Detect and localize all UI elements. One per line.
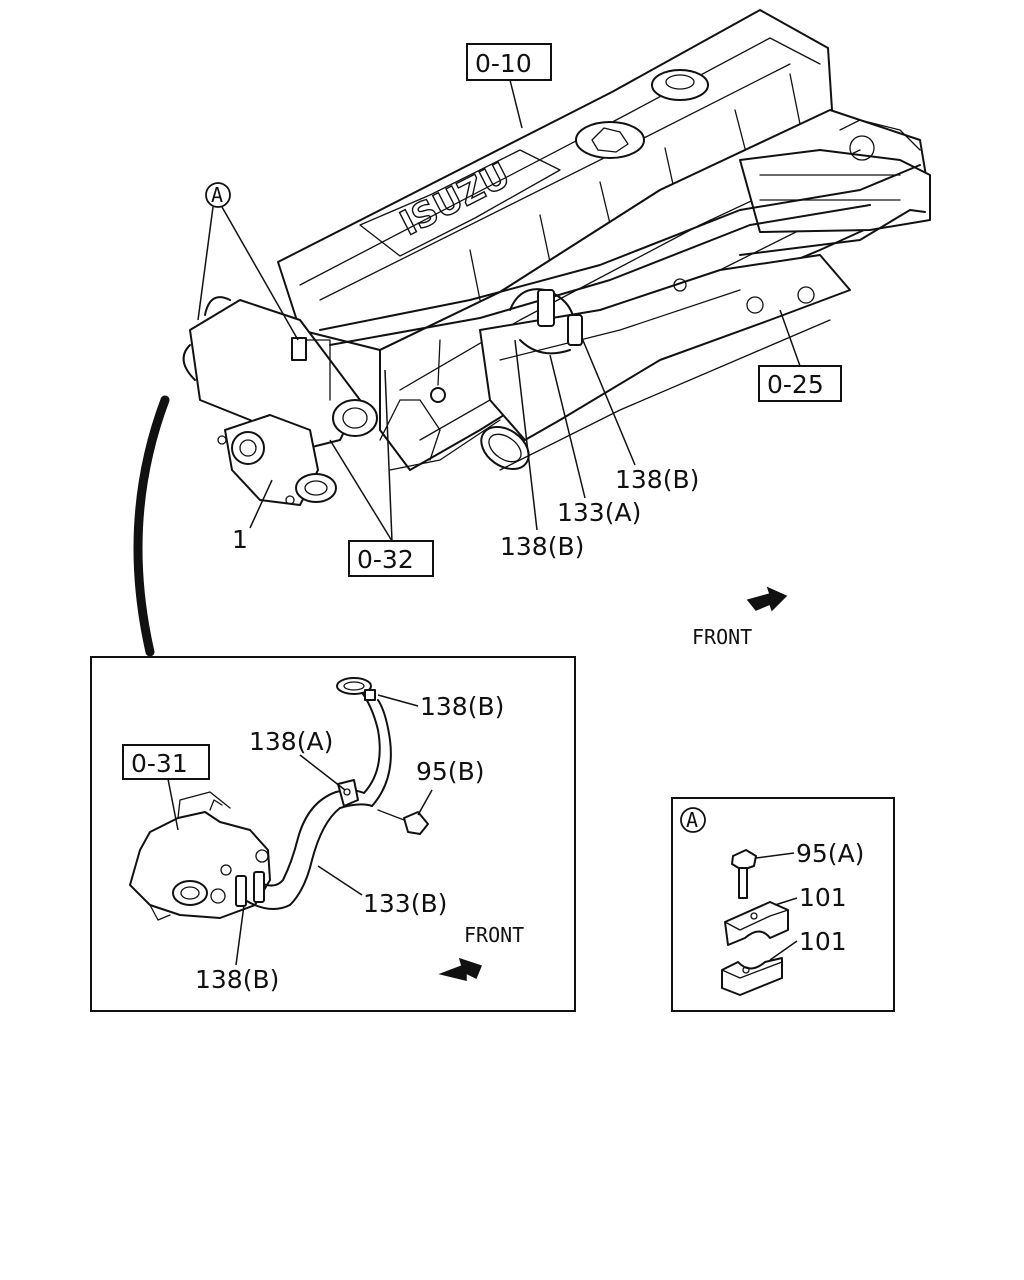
ref-head-cover-label: 0-10 [475, 49, 532, 78]
hose-138b-main-1-label: 138(B) [615, 465, 699, 494]
pipe-133a-label: 133(A) [557, 498, 641, 527]
callout-detail-138a: 138(A) [249, 727, 346, 791]
front-indicator-detail: FRONT [438, 923, 524, 981]
front-arrow-detail-icon [438, 957, 483, 981]
callout-detail-138b-top: 138(B) [377, 692, 504, 721]
inset-a-label: A [686, 808, 698, 832]
ref-water-pump-detail-label: 0-31 [131, 749, 188, 778]
marker-a-main-label: A [211, 183, 223, 207]
detail-illustration [129, 677, 429, 921]
inset-a-marker: A [680, 807, 706, 833]
inset-95a-label: 95(A) [796, 839, 864, 868]
detail-138a-label: 138(A) [249, 727, 333, 756]
part-1-label: 1 [232, 525, 248, 554]
inset-a-panel [671, 797, 895, 1012]
front-detail-label: FRONT [464, 923, 524, 947]
ref-water-pump-main-label: 0-32 [357, 545, 414, 574]
detail-138b-bottom-label: 138(B) [195, 965, 279, 994]
inset-a-illustration [721, 849, 789, 996]
ref-box-head-cover: 0-10 [466, 43, 552, 129]
callout-133a: 133(A) [549, 354, 641, 527]
ref-box-water-pump-detail: 0-31 [122, 744, 210, 831]
ref-box-exhaust-manifold: 0-25 [758, 309, 842, 402]
callout-138b-main-2: 138(B) [500, 339, 584, 561]
callout-inset-101-top: 101 [774, 883, 847, 912]
detail-133b-label: 133(B) [363, 889, 447, 918]
callout-138b-main-1: 138(B) [581, 337, 699, 494]
inset-101-top-label: 101 [799, 883, 847, 912]
front-arrow-main-icon [746, 586, 788, 612]
ref-exhaust-manifold-label: 0-25 [767, 370, 824, 399]
callout-detail-138b-bottom: 138(B) [195, 904, 279, 994]
detail-panel [90, 656, 576, 1012]
hose-138b-main-2-label: 138(B) [500, 532, 584, 561]
front-main-label: FRONT [692, 625, 752, 649]
callout-inset-95a: 95(A) [755, 839, 864, 868]
engine-illustration: ISUZU [182, 9, 931, 506]
detail-138b-top-label: 138(B) [420, 692, 504, 721]
ref-box-water-pump-main: 0-32 [329, 369, 434, 577]
inset-101-bottom-label: 101 [799, 927, 847, 956]
callout-inset-101-bottom: 101 [769, 927, 847, 961]
detail-link-arrow [133, 395, 170, 657]
detail-95b-label: 95(B) [416, 757, 484, 786]
callout-detail-95b: 95(B) [416, 757, 484, 816]
callout-part-1: 1 [232, 479, 273, 554]
front-indicator-main: FRONT [692, 586, 788, 649]
callout-detail-133b: 133(B) [317, 865, 447, 918]
marker-a-main: A [197, 182, 299, 341]
